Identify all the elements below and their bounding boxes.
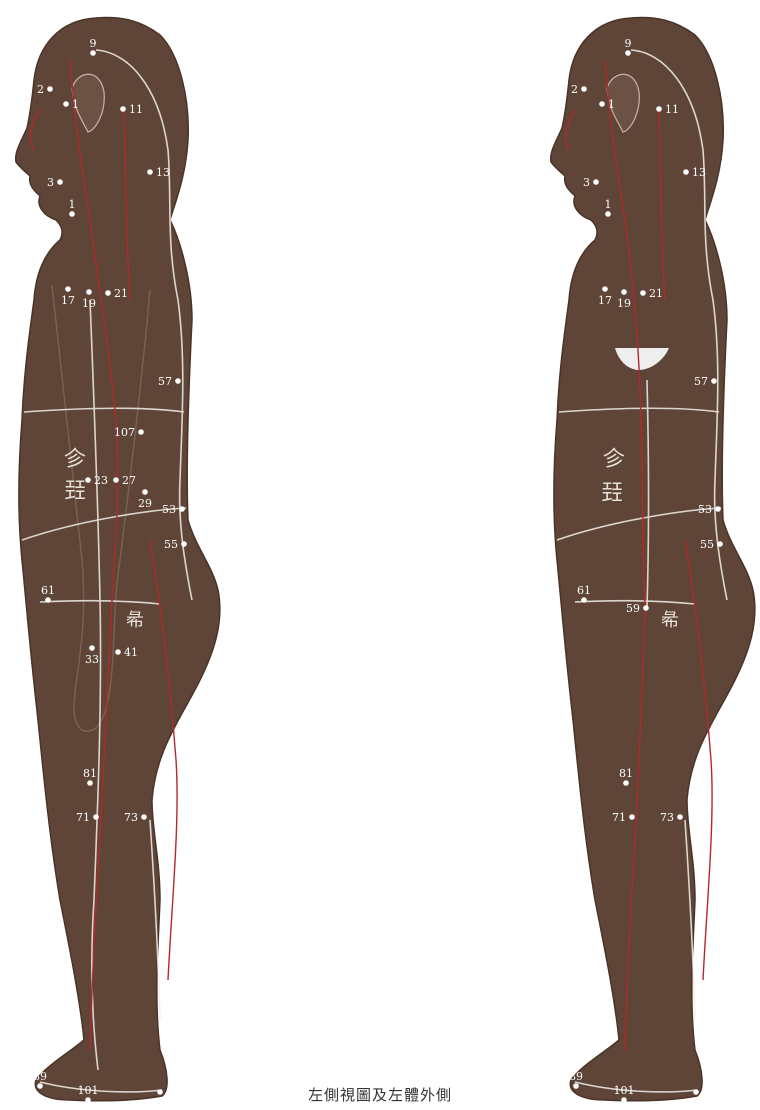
acupoint-dot	[175, 378, 181, 384]
acupoint-dot	[715, 506, 721, 512]
acupoint-dot	[115, 649, 121, 655]
acupoint-dot	[63, 101, 69, 107]
acupoint-dot	[602, 286, 608, 292]
acupoint-dot	[640, 290, 646, 296]
acupoint-dot	[85, 477, 91, 483]
acupoint-label: 2	[571, 83, 578, 96]
acupoint-label: 41	[124, 646, 138, 659]
acupoint-dot	[105, 290, 111, 296]
acupoint-dot	[581, 86, 587, 92]
acupoint-label: 2	[37, 83, 44, 96]
acupoint-dot	[120, 106, 126, 112]
acupoint-dot	[599, 101, 605, 107]
acupoint-dot	[677, 814, 683, 820]
acupoint-dot	[625, 50, 631, 56]
acupoint-label: 55	[700, 538, 714, 551]
acupoint-dot	[113, 477, 119, 483]
acupoint-dot	[65, 286, 71, 292]
acupoint-label: 1	[69, 198, 76, 211]
acupoint-label: 89	[33, 1070, 47, 1083]
acupoint-label: 89	[569, 1070, 583, 1083]
acupoint-label: 61	[577, 584, 591, 597]
acupoint-label: 23	[94, 474, 108, 487]
acupoint-label: 57	[694, 375, 708, 388]
acupoint-dot	[643, 605, 649, 611]
acupoint-label: 11	[665, 103, 679, 116]
acupoint-label: 11	[129, 103, 143, 116]
acupoint-label: 29	[138, 497, 152, 510]
figure-caption: 左側視圖及左體外側	[0, 1084, 760, 1105]
acupoint-label: 53	[698, 503, 712, 516]
acupoint-dot	[683, 169, 689, 175]
acupoint-dot	[90, 50, 96, 56]
acupoint-dot	[147, 169, 153, 175]
acupoint-label: 19	[617, 297, 631, 310]
acupoint-label: 21	[649, 287, 663, 300]
acupoint-label: 17	[61, 294, 75, 307]
acupoint-dot	[138, 429, 144, 435]
calligraphy-mark: 㣇	[661, 610, 679, 631]
acupoint-label: 81	[619, 767, 633, 780]
acupoint-dot	[179, 506, 185, 512]
acupoint-dot	[47, 86, 53, 92]
acupoint-label: 57	[158, 375, 172, 388]
body-silhouette	[551, 18, 755, 1101]
acupoint-dot	[57, 179, 63, 185]
calligraphy-mark: 㣇	[126, 610, 144, 631]
acupoint-label: 53	[162, 503, 176, 516]
acupoint-dot	[711, 378, 717, 384]
calligraphy-mark: 㠭	[601, 481, 623, 506]
calligraphy-mark: 㠭	[64, 479, 86, 504]
acupoint-label: 59	[626, 602, 640, 615]
acupoint-label: 19	[82, 297, 96, 310]
acupoint-label: 55	[164, 538, 178, 551]
acupoint-label: 61	[41, 584, 55, 597]
acupoint-dot	[89, 645, 95, 651]
acupoint-label: 1	[608, 98, 615, 111]
acupoint-dot	[87, 780, 93, 786]
acupoint-dot	[593, 179, 599, 185]
acupoint-label: 73	[660, 811, 674, 824]
acupoint-dot	[581, 597, 587, 603]
calligraphy-mark: 㐱	[603, 447, 625, 472]
acupoint-dot	[86, 289, 92, 295]
acupoint-label: 33	[85, 653, 99, 666]
acupoint-label: 9	[90, 37, 97, 50]
acupoint-label: 13	[156, 166, 170, 179]
acupoint-dot	[623, 780, 629, 786]
acupoint-label: 9	[625, 37, 632, 50]
right-figure: 㐱 㠭 㣇	[551, 18, 755, 1101]
acupoint-dot	[181, 541, 187, 547]
acupoint-label: 21	[114, 287, 128, 300]
acupoint-label: 3	[47, 176, 54, 189]
acupoint-dot	[93, 814, 99, 820]
acupoint-label: 1	[605, 198, 612, 211]
acupoint-dot	[717, 541, 723, 547]
acupoint-label: 1	[72, 98, 79, 111]
acupoint-label: 27	[122, 474, 136, 487]
acupoint-dot	[141, 814, 147, 820]
acupoint-label: 71	[76, 811, 90, 824]
acupoint-label: 81	[83, 767, 97, 780]
acupoint-dot	[656, 106, 662, 112]
acupoint-label: 71	[612, 811, 626, 824]
acupoint-dot	[621, 289, 627, 295]
acupoint-dot	[45, 597, 51, 603]
acupoint-label: 13	[692, 166, 706, 179]
calligraphy-mark: 㐱	[64, 447, 86, 472]
acupoint-label: 3	[583, 176, 590, 189]
acupoint-label: 17	[598, 294, 612, 307]
acupoint-dot	[69, 211, 75, 217]
acupoint-dot	[605, 211, 611, 217]
acupoint-dot	[142, 489, 148, 495]
acupoint-label: 73	[124, 811, 138, 824]
acupoint-label: 107	[114, 426, 135, 439]
acupoint-dot	[629, 814, 635, 820]
